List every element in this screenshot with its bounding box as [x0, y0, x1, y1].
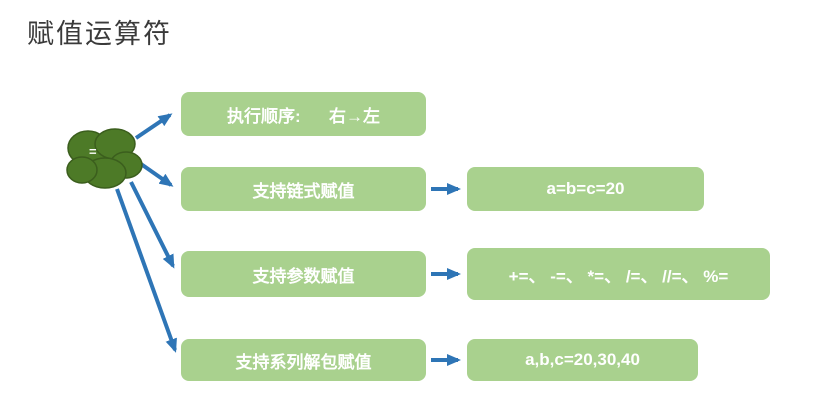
- arrow-cloud-to-unpacking: [115, 188, 177, 353]
- result-label-augmented-operators: +=、 -=、 *=、 /=、 //=、 %=: [508, 266, 729, 286]
- branch-label-execution-order: 执行顺序: 右→左: [227, 106, 380, 126]
- branch-label-unpacking-assignment: 支持系列解包赋值: [235, 352, 372, 372]
- cloud-shape: =: [62, 122, 144, 192]
- page-title: 赋值运算符: [27, 19, 172, 49]
- branch-box-unpacking-assignment: 支持系列解包赋值: [181, 339, 426, 381]
- branch-label-augmented-assignment: 支持参数赋值: [252, 266, 355, 286]
- branch-box-execution-order: 执行顺序: 右→左: [181, 92, 426, 136]
- result-box-chained-example: a=b=c=20: [467, 167, 704, 211]
- cloud-icon: [66, 128, 143, 189]
- result-box-unpacking-example: a,b,c=20,30,40: [467, 339, 698, 381]
- branch-box-augmented-assignment: 支持参数赋值: [181, 251, 426, 297]
- arrow-cloud-to-chained: [139, 162, 174, 187]
- result-label-chained-example: a=b=c=20: [546, 179, 625, 198]
- arrow-cloud-to-augmented: [129, 181, 175, 269]
- cloud-equals-label: =: [89, 144, 97, 159]
- branch-box-chained-assignment: 支持链式赋值: [181, 167, 426, 211]
- result-box-augmented-operators: +=、 -=、 *=、 /=、 //=、 %=: [467, 248, 770, 300]
- branch-label-chained-assignment: 支持链式赋值: [252, 181, 355, 201]
- result-label-unpacking-example: a,b,c=20,30,40: [525, 350, 640, 369]
